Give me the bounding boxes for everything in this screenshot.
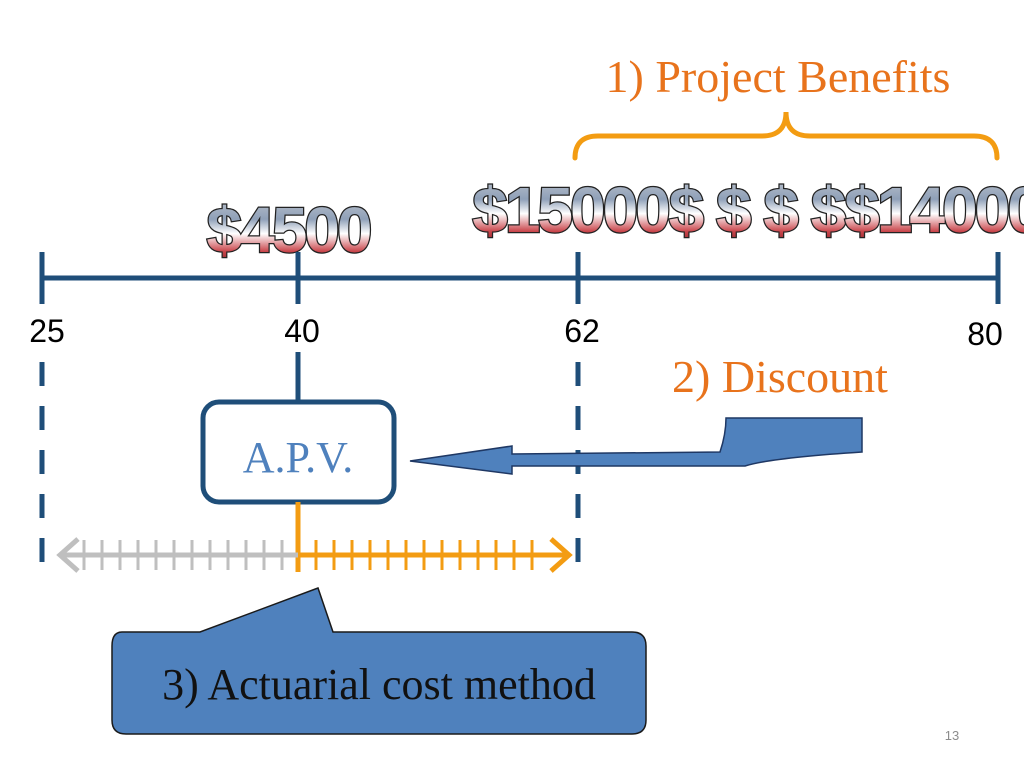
discount-arrow [409,417,863,475]
age-label-80: 80 [967,316,1003,352]
amounts: $4500 $15000 $ $ $ $ $14000 [205,173,1024,268]
apv-label: A.P.V. [243,433,353,482]
amount-at-80: $14000 [844,174,1024,246]
amount-at-62: $15000 [472,174,668,246]
amount-middle: $ $ $ $ [669,174,846,246]
timeline-axis: 25 40 62 80 [29,252,1003,352]
amount-at-40: $4500 [207,194,370,266]
discount-label: 2) Discount [672,351,888,402]
cost-method-label: 3) Actuarial cost method [162,660,596,709]
age-label-25: 25 [29,313,65,349]
age-label-40: 40 [284,313,320,349]
cost-method-callout [111,587,647,735]
future-service-arrow [298,537,573,573]
age-label-62: 62 [564,313,600,349]
benefits-label: 1) Project Benefits [606,51,951,102]
benefits-brace [572,111,1000,161]
slide-number: 13 [945,728,959,743]
past-service-arrow [56,537,298,573]
